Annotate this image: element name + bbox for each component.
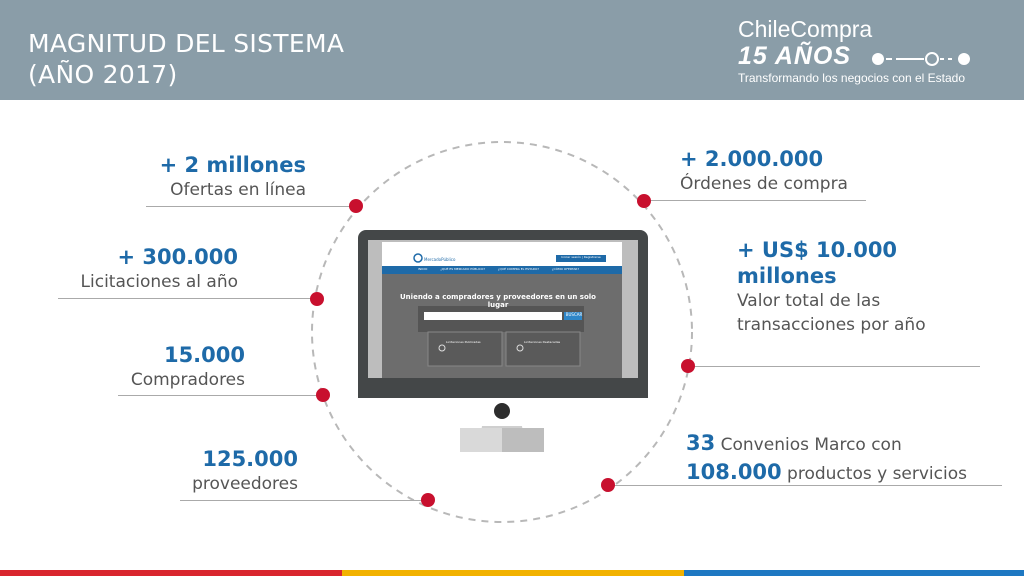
stat-transacciones-value-line2: millones [737, 264, 837, 288]
page-title-line1: MAGNITUD DEL SISTEMA [28, 29, 345, 58]
brand-name: ChileCompra [738, 16, 873, 42]
connector-line [118, 395, 322, 396]
stat-ordenes-value: + 2.000.000 [680, 147, 824, 171]
monitor-illustration [358, 230, 648, 452]
stat-compradores: 15.000 Compradores [131, 342, 245, 392]
monitor-login-button: Iniciar sesión | Registrarse [561, 255, 601, 259]
stat-convenios-line2: 108.000 productos y servicios [686, 459, 967, 488]
timeline-dots-icon [872, 52, 970, 66]
stat-compradores-value: 15.000 [163, 343, 245, 367]
stat-ofertas-label: Ofertas en línea [170, 180, 306, 200]
stat-convenios-text1: Convenios Marco con [715, 435, 902, 455]
marker-dot [601, 478, 615, 492]
header-banner [0, 0, 1024, 100]
monitor-nav-4: ¿CÓMO OFERTAR? [551, 267, 580, 271]
marker-dot [316, 388, 330, 402]
stat-transacciones: + US$ 10.000 millones Valor total de las… [737, 237, 926, 337]
connector-line [146, 206, 356, 207]
stat-ordenes: + 2.000.000 Órdenes de compra [680, 146, 848, 196]
stat-licitaciones-label: Licitaciones al año [80, 272, 238, 292]
stat-proveedores-value: 125.000 [202, 447, 298, 471]
brand-years: 15 AÑOS [738, 42, 852, 70]
stat-ofertas: + 2 millones Ofertas en línea [160, 152, 306, 202]
monitor-nav-1: INICIO [418, 267, 428, 271]
stat-convenios: 33 Convenios Marco con 108.000 productos… [686, 430, 967, 488]
stat-proveedores-label: proveedores [192, 474, 298, 494]
page-title: MAGNITUD DEL SISTEMA (AÑO 2017) [28, 28, 344, 90]
page-title-line2: (AÑO 2017) [28, 60, 178, 89]
connector-line [58, 298, 316, 299]
monitor-nav-3: ¿QUÉ COMPRA EL ESTADO? [497, 267, 539, 271]
bottom-bar-blue [684, 570, 1024, 576]
connector-line [608, 485, 1002, 486]
marker-dot [681, 359, 695, 373]
stat-convenios-line1: 33 Convenios Marco con [686, 430, 967, 459]
monitor-nav: INICIO ¿QUÉ ES MERCADO PÚBLICO? ¿QUÉ COM… [418, 267, 618, 271]
stat-convenios-num2: 108.000 [686, 460, 782, 484]
stat-licitaciones-value: + 300.000 [117, 245, 238, 269]
stat-convenios-text2: productos y servicios [781, 464, 967, 484]
connector-line [688, 366, 980, 367]
connector-line [180, 500, 428, 501]
stat-ordenes-label: Órdenes de compra [680, 174, 848, 194]
stat-transacciones-label-line2: transacciones por año [737, 315, 926, 335]
stat-licitaciones: + 300.000 Licitaciones al año [81, 244, 238, 294]
monitor-card-1: Licitaciones Publicadas [446, 340, 481, 344]
stat-convenios-num1: 33 [686, 431, 716, 455]
bottom-bar-red [0, 570, 342, 576]
stat-compradores-label: Compradores [130, 370, 245, 390]
dashed-circle [311, 141, 693, 523]
marker-dot [310, 292, 324, 306]
monitor-search-button: BUSCAR [565, 312, 583, 317]
bottom-bar-yellow [342, 570, 684, 576]
stat-proveedores: 125.000 proveedores [192, 446, 298, 496]
monitor-nav-2: ¿QUÉ ES MERCADO PÚBLICO? [440, 267, 485, 271]
monitor-logo-text: MercadoPúblico [424, 257, 456, 262]
stat-transacciones-value-line1: + US$ 10.000 [737, 238, 898, 262]
brand-logo: ChileCompra 15 AÑOS Transformando los ne… [738, 16, 965, 86]
monitor-card-2: Licitaciones Destacadas [524, 340, 561, 344]
stat-transacciones-label-line1: Valor total de las [737, 291, 881, 311]
marker-dot [421, 493, 435, 507]
stat-ofertas-value: + 2 millones [159, 153, 306, 177]
connector-line [644, 200, 866, 201]
brand-tagline: Transformando los negocios con el Estado [738, 71, 966, 85]
marker-dot [349, 199, 363, 213]
marker-dot [637, 194, 651, 208]
monitor-headline: Uniendo a compradores y proveedores en u… [400, 293, 596, 309]
